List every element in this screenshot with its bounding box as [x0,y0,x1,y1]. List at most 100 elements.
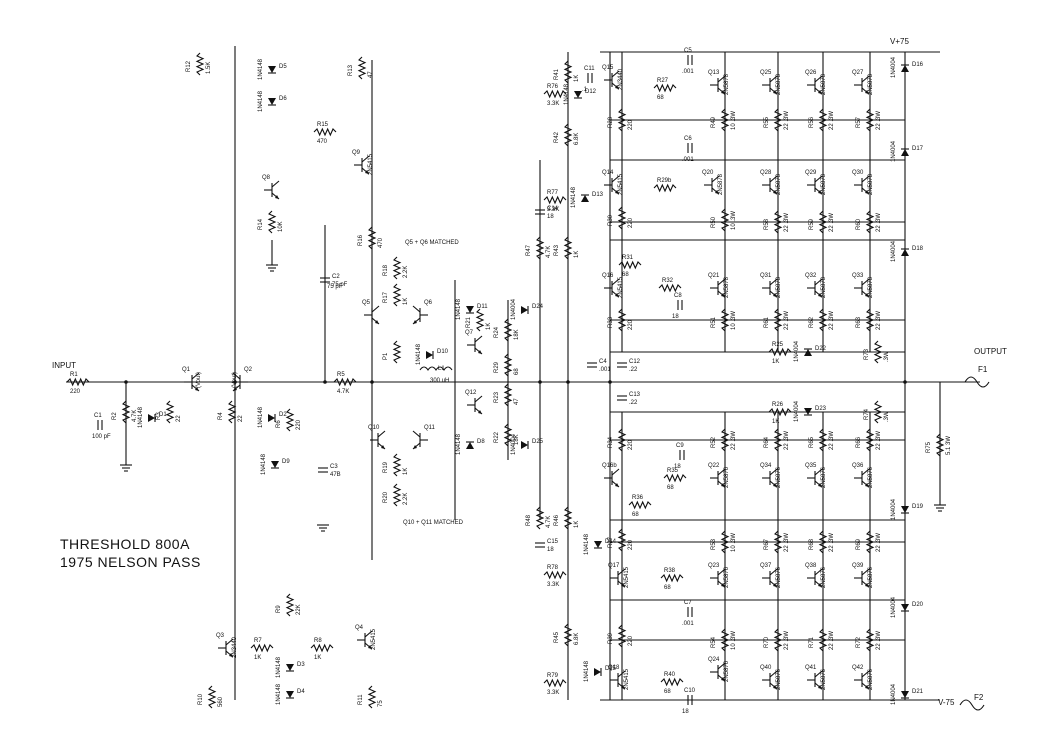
diode-ref: D21 [912,689,924,695]
resistor-r13 [357,56,367,80]
resistor-ref: R8 [314,638,322,644]
capacitor-value: 18 [682,709,689,715]
transistor-q26 [807,75,823,95]
resistor-ref: R32 [662,278,674,284]
resistor-r77 [543,195,567,205]
junction-dot [608,380,612,384]
resistor-value: 3.3K [547,690,559,696]
resistor-value: 22 .3W [784,111,790,130]
diode-d16 [901,64,909,72]
resistor-value: 22 .3W [784,311,790,330]
resistor-r38 [660,573,684,583]
resistor-ref: R23 [494,391,500,403]
resistor-value: 4.7K [337,389,349,395]
ground-symbol [934,504,946,512]
diode-ref: D20 [912,602,924,608]
resistor-r15 [313,127,337,137]
resistor-ref: R45 [554,631,560,643]
diode-part: 1N4148 [258,406,264,428]
transistor-ref: Q11 [424,425,436,431]
vneg-label: V-75 [938,698,955,707]
junction-dot [323,380,327,384]
transistor-ref: Q21 [708,273,720,279]
diode-d21 [901,691,909,699]
resistor-ref: R22 [494,431,500,443]
resistor-value: 22 .3W [784,213,790,232]
transistor-q22 [710,468,726,488]
transistor-part: 2N5876 [868,668,874,690]
resistor-r61 [773,308,783,332]
resistor-p1 [392,340,402,364]
transistor-ref: Q32 [805,273,817,279]
resistor-r6 [285,408,295,432]
junction-dot [903,380,907,384]
diode-ref: D18 [912,246,924,252]
transistor-ref: Q29 [805,170,817,176]
transistor-ref: Q18 [608,665,620,671]
resistor-ref: R2 [112,412,118,420]
resistor-r54 [720,628,730,652]
resistor-ref: R37 [608,536,614,548]
diode-d23 [804,408,812,416]
diode-ref: D4 [297,689,305,695]
diode-d15 [594,668,602,676]
f1-label: F1 [978,365,988,374]
resistor-value: 18K [514,329,520,340]
resistor-ref: R48 [526,514,532,526]
diode-part: 1N4004 [891,140,897,162]
resistor-ref: R36 [632,495,644,501]
transistor-q42 [854,670,870,690]
resistor-ref: R16 [358,234,364,246]
resistor-r43 [563,236,573,260]
resistor-value: 2.2K [403,266,409,278]
resistor-ref: R7 [254,638,262,644]
resistor-ref: R70 [764,636,770,648]
transistor-ref: Q34 [760,463,772,469]
resistor-r18 [392,256,402,280]
resistor-r39 [617,624,627,648]
resistor-r14 [267,210,277,234]
resistor-ref: R12 [186,60,192,72]
transistor-q25 [762,75,778,95]
resistor-value: 22 .3W [829,431,835,450]
resistor-r26 [768,407,792,417]
transistor-ref: Q4 [355,625,364,631]
resistor-r27 [653,83,677,93]
capacitor-c10 [687,695,693,705]
capacitor-c7 [687,607,693,617]
transistor-part: 2N5876 [868,566,874,588]
transistor-part: 2N5878 [776,173,782,195]
transistor-part: 2N5876 [821,668,827,690]
resistor-ref: R20 [383,491,389,503]
transistor-q3 [218,638,234,658]
transistor-ref: Q31 [760,273,772,279]
transistor-q8 [264,180,280,200]
resistor-r29b [653,183,677,193]
resistor-value: 4.7K [546,516,552,528]
capacitor-c4 [587,362,597,368]
resistor-ref: R50 [711,216,717,228]
transistor-part: 2N5876 [821,466,827,488]
transistor-ref: Q40 [760,665,772,671]
resistor-ref: R68 [809,538,815,550]
diode-d3 [286,664,294,672]
transistor-q40 [762,670,778,690]
diode-ref: D17 [912,146,924,152]
transistor-part: 2N5878 [724,276,730,298]
resistor-value: 10K [278,221,284,232]
resistor-ref: R24 [494,326,500,338]
diode-ref: D23 [815,406,827,412]
transistor-ref: Q6 [424,300,433,306]
resistor-ref: R74 [864,408,870,420]
capacitor-ref: C11 [584,66,595,72]
resistor-r35 [663,473,687,483]
resistor-r24 [503,318,513,342]
resistor-value: 47 [368,71,374,78]
transistor-part: 2N5415 [371,628,377,650]
transistor-ref: Q1 [182,367,191,373]
schematic-title: THRESHOLD 800A [60,536,190,552]
resistor-ref: R18 [383,264,389,276]
resistor-r19 [392,453,402,477]
resistor-value: 2.2K [403,493,409,505]
